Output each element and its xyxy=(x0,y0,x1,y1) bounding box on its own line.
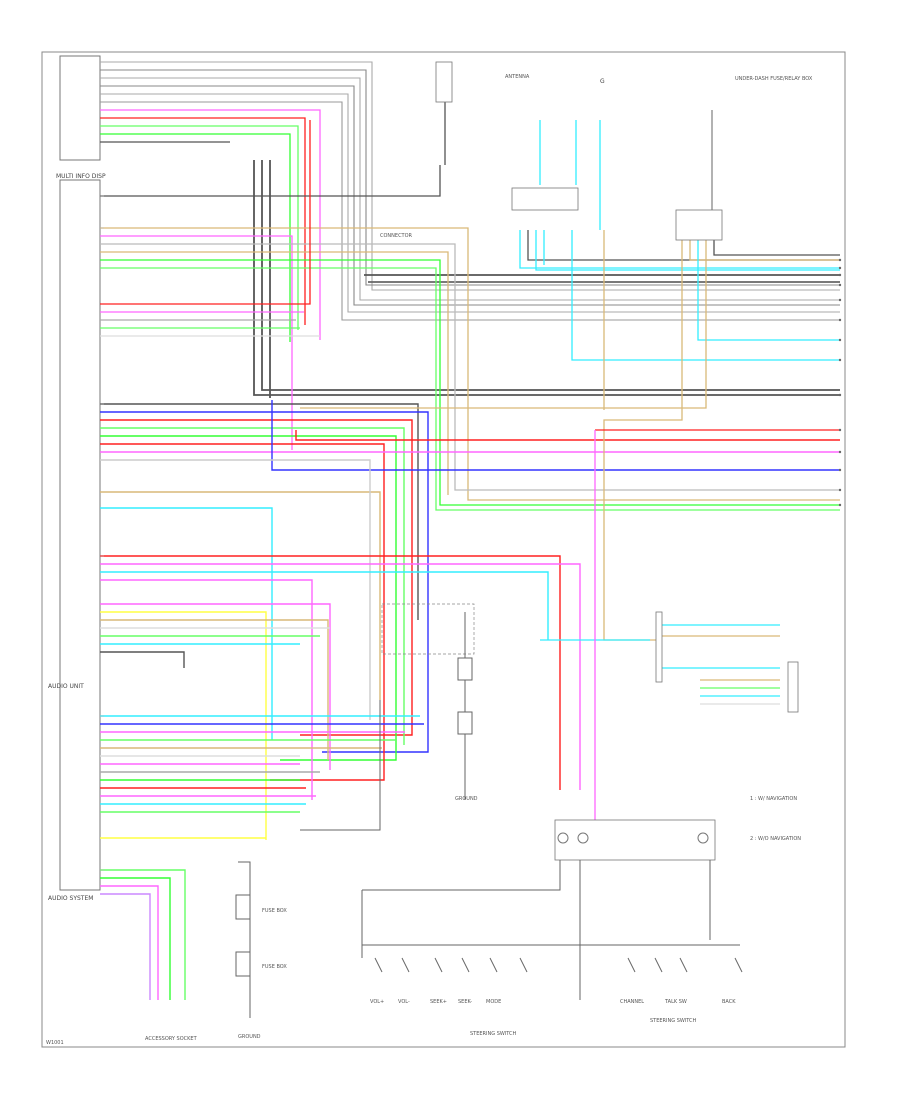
audio-unit-label: AUDIO UNIT xyxy=(48,683,84,690)
connector-block-c xyxy=(435,61,453,103)
center-fuse-items xyxy=(300,612,473,831)
multi-info-display-box xyxy=(59,55,101,161)
audio-unit-pin-marks xyxy=(100,195,104,871)
switch-label-seek-up: SEEK+ xyxy=(430,999,447,1005)
antenna-label: ANTENNA xyxy=(505,74,530,80)
connector-block-a xyxy=(511,187,579,211)
black-wire-bundle xyxy=(253,160,840,398)
steering-switch-ladder xyxy=(361,860,743,1000)
wire-group-middle xyxy=(100,400,840,781)
under-dash-fuse-label: UNDER-DASH FUSE/RELAY BOX xyxy=(735,76,813,82)
footnote-2: 2 : W/O NAVIGATION xyxy=(750,836,801,842)
right-side-wires xyxy=(300,110,840,820)
ground-label: GROUND xyxy=(238,1034,261,1040)
center-ground-label: GROUND xyxy=(455,796,478,802)
connector-label: CONNECTOR xyxy=(380,233,413,239)
audio-unit-box xyxy=(59,179,101,891)
right-edge-stubs xyxy=(838,258,842,507)
switch-terminal-3 xyxy=(697,832,709,844)
wire-group-lower xyxy=(100,555,581,840)
switch-label-back: BACK xyxy=(722,999,736,1005)
diagram-frame xyxy=(41,51,846,1048)
switch-label-mode: MODE xyxy=(486,999,501,1005)
steering-switch-box xyxy=(554,819,716,861)
g-label: G xyxy=(600,78,605,85)
accessory-socket-label: ACCESSORY SOCKET xyxy=(145,1036,198,1042)
fuse-box-label-2: FUSE BOX xyxy=(262,964,287,970)
switch-label-vol-up: VOL+ xyxy=(370,999,384,1005)
audio-unit-sub-label: AUDIO SYSTEM xyxy=(48,895,93,902)
footnote-1: 1 : W/ NAVIGATION xyxy=(750,796,797,802)
fuse-box-lower xyxy=(235,861,251,1018)
connector-block-b xyxy=(675,209,723,241)
switch-label-talk: TALK SW xyxy=(664,999,687,1005)
connector-block-center xyxy=(381,603,475,655)
steering-switch-label-2: STEERING SWITCH xyxy=(470,1031,517,1037)
gray-wire-bundle-top xyxy=(100,61,840,321)
wire-group-upper xyxy=(100,120,840,511)
page-id: W1001 xyxy=(46,1040,64,1046)
fuse-box-label-1: FUSE BOX xyxy=(262,908,287,914)
switch-terminal-2 xyxy=(577,832,589,844)
steering-switch-label: STEERING SWITCH xyxy=(650,1018,697,1024)
multi-info-display-label: MULTI INFO DISP xyxy=(56,173,106,180)
top-connector-wires xyxy=(100,65,446,342)
switch-terminal-1 xyxy=(557,832,569,844)
switch-label-seek-down: SEEK- xyxy=(458,999,472,1005)
connector-block-d xyxy=(655,611,663,683)
switch-label-vol-down: VOL- xyxy=(398,999,410,1005)
wire-group-bottom xyxy=(100,715,424,1000)
connector-block-e xyxy=(787,661,799,713)
switch-label-channel: CHANNEL xyxy=(620,999,644,1005)
